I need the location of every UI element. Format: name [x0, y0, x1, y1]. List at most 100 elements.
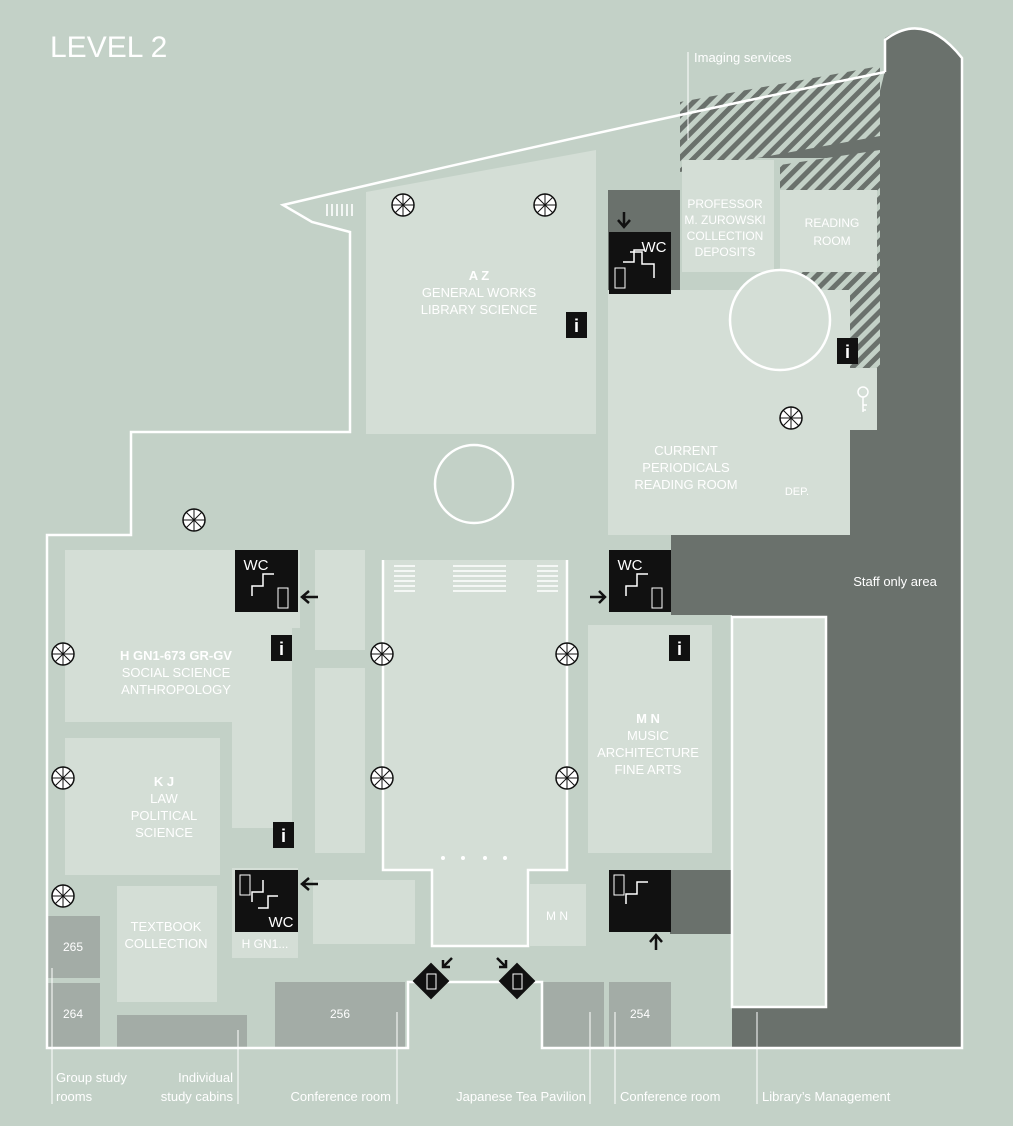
legend-conference-2: Conference room	[620, 1089, 720, 1104]
info-glyph: i	[677, 639, 682, 659]
zurowski-label: PROFESSOR M. ZUROWSKI COLLECTION DEPOSIT…	[684, 197, 765, 259]
room-254-label: 254	[630, 1007, 650, 1021]
emergency-icon	[555, 766, 579, 790]
legend-conference-1: Conference room	[291, 1089, 391, 1104]
room-264-label: 264	[63, 1007, 83, 1021]
emergency-icon	[391, 193, 415, 217]
info-glyph: i	[281, 826, 286, 846]
elevator-icon[interactable]	[412, 962, 450, 1000]
stairs	[326, 204, 558, 592]
wc-text: WC	[244, 557, 269, 574]
level-title: LEVEL 2	[50, 31, 167, 64]
arrow-up-icon	[649, 933, 663, 950]
zone-kj-line2: POLITICAL	[131, 808, 197, 823]
individual-study-cabins	[117, 1015, 247, 1048]
zone-az-label: A Z GENERAL WORKS LIBRARY SCIENCE	[421, 268, 538, 317]
legend-leaders	[51, 52, 758, 1104]
zone-az-line2: LIBRARY SCIENCE	[421, 302, 538, 317]
zone-kj-code: K J	[154, 774, 174, 789]
info-glyph: i	[845, 342, 850, 362]
room-256	[275, 982, 405, 1048]
entrance-arrows	[300, 212, 663, 969]
emergency-icon	[51, 766, 75, 790]
reading-room-line1: READING	[805, 216, 860, 230]
periodicals-line2: PERIODICALS	[642, 460, 730, 475]
h-short-label: H GN1...	[242, 937, 289, 951]
info-icon[interactable]: i	[273, 822, 294, 848]
zurowski-line3: COLLECTION	[687, 229, 764, 243]
zone-mn-line3: FINE ARTS	[615, 762, 682, 777]
tea-pavilion	[542, 982, 604, 1048]
emergency-icon	[370, 642, 394, 666]
key-icon	[857, 386, 869, 412]
legend-imaging: Imaging services	[694, 50, 792, 65]
room-265-label: 265	[63, 940, 83, 954]
legend-management: Library’s Management	[762, 1089, 891, 1104]
wc-stairs-icon[interactable]: WC	[235, 870, 298, 932]
stairs-icon[interactable]	[609, 870, 671, 932]
arrow-downright-icon	[496, 957, 508, 969]
legend-individual-line2: study cabins	[161, 1089, 234, 1104]
arrow-downleft-icon	[441, 957, 453, 969]
zone-h-line2: ANTHROPOLOGY	[121, 682, 231, 697]
zone-h-line1: SOCIAL SCIENCE	[122, 665, 231, 680]
elevator-icon[interactable]	[498, 962, 536, 1000]
textbook-line1: TEXTBOOK	[131, 919, 202, 934]
wc-text: WC	[269, 914, 294, 931]
zurowski-line4: DEPOSITS	[695, 245, 756, 259]
wc-stairs-icon[interactable]: WC	[609, 550, 671, 612]
reading-room-label: READING ROOM	[805, 216, 860, 248]
room-265	[47, 916, 100, 978]
emergency-icon	[779, 406, 803, 430]
emergency-icon	[370, 766, 394, 790]
wc-stairs-icon[interactable]: WC	[235, 550, 298, 612]
zone-mn-line1: MUSIC	[627, 728, 669, 743]
wc-text: WC	[618, 557, 643, 574]
room-254	[609, 982, 671, 1048]
info-icon[interactable]: i	[669, 635, 690, 661]
light-zones	[65, 150, 877, 1007]
info-glyph: i	[574, 316, 579, 336]
room-256-label: 256	[330, 1007, 350, 1021]
info-glyph: i	[279, 639, 284, 659]
zone-mn-line2: ARCHITECTURE	[597, 745, 699, 760]
dep-label: DEP.	[785, 486, 809, 498]
zone-az-line1: GENERAL WORKS	[422, 285, 537, 300]
periodicals-line3: READING ROOM	[634, 477, 737, 492]
reading-room-line2: ROOM	[813, 234, 850, 248]
info-icon[interactable]: i	[837, 338, 858, 364]
arrow-right-icon	[590, 590, 607, 604]
emergency-icons	[51, 193, 803, 908]
dots	[441, 856, 507, 860]
zone-az-code: A Z	[469, 268, 490, 283]
periodicals-label: CURRENT PERIODICALS READING ROOM	[634, 443, 737, 492]
emergency-icon	[533, 193, 557, 217]
info-icon[interactable]: i	[271, 635, 292, 661]
zone-h-code: H GN1-673 GR-GV	[120, 648, 232, 663]
emergency-icon	[51, 642, 75, 666]
room-264	[47, 983, 100, 1047]
wc-stairs-icon[interactable]: WC	[609, 232, 671, 294]
zone-mn-code: M N	[636, 711, 660, 726]
info-icon[interactable]: i	[566, 312, 587, 338]
emergency-icon	[555, 642, 579, 666]
arrow-left-icon	[300, 590, 318, 604]
wc-text: WC	[642, 239, 667, 256]
zone-kj-line1: LAW	[150, 791, 178, 806]
legend-group-study-line2: rooms	[56, 1089, 93, 1104]
emergency-icon	[182, 508, 206, 532]
zurowski-line2: M. ZUROWSKI	[684, 213, 765, 227]
staff-only-label: Staff only area	[853, 574, 937, 589]
arrow-down-icon	[617, 212, 631, 229]
legend-tea-pavilion: Japanese Tea Pavilion	[456, 1089, 586, 1104]
zone-mn-label: M N MUSIC ARCHITECTURE FINE ARTS	[597, 711, 699, 777]
zone-kj-line3: SCIENCE	[135, 825, 193, 840]
rooms	[47, 916, 671, 1048]
legend-individual-line1: Individual	[178, 1070, 233, 1085]
zone-kj-label: K J LAW POLITICAL SCIENCE	[131, 774, 197, 840]
zone-mn-small: M N	[546, 909, 568, 923]
zone-h-label: H GN1-673 GR-GV SOCIAL SCIENCE ANTHROPOL…	[120, 648, 232, 697]
imaging-services-area	[680, 66, 880, 172]
zurowski-line1: PROFESSOR	[687, 197, 763, 211]
